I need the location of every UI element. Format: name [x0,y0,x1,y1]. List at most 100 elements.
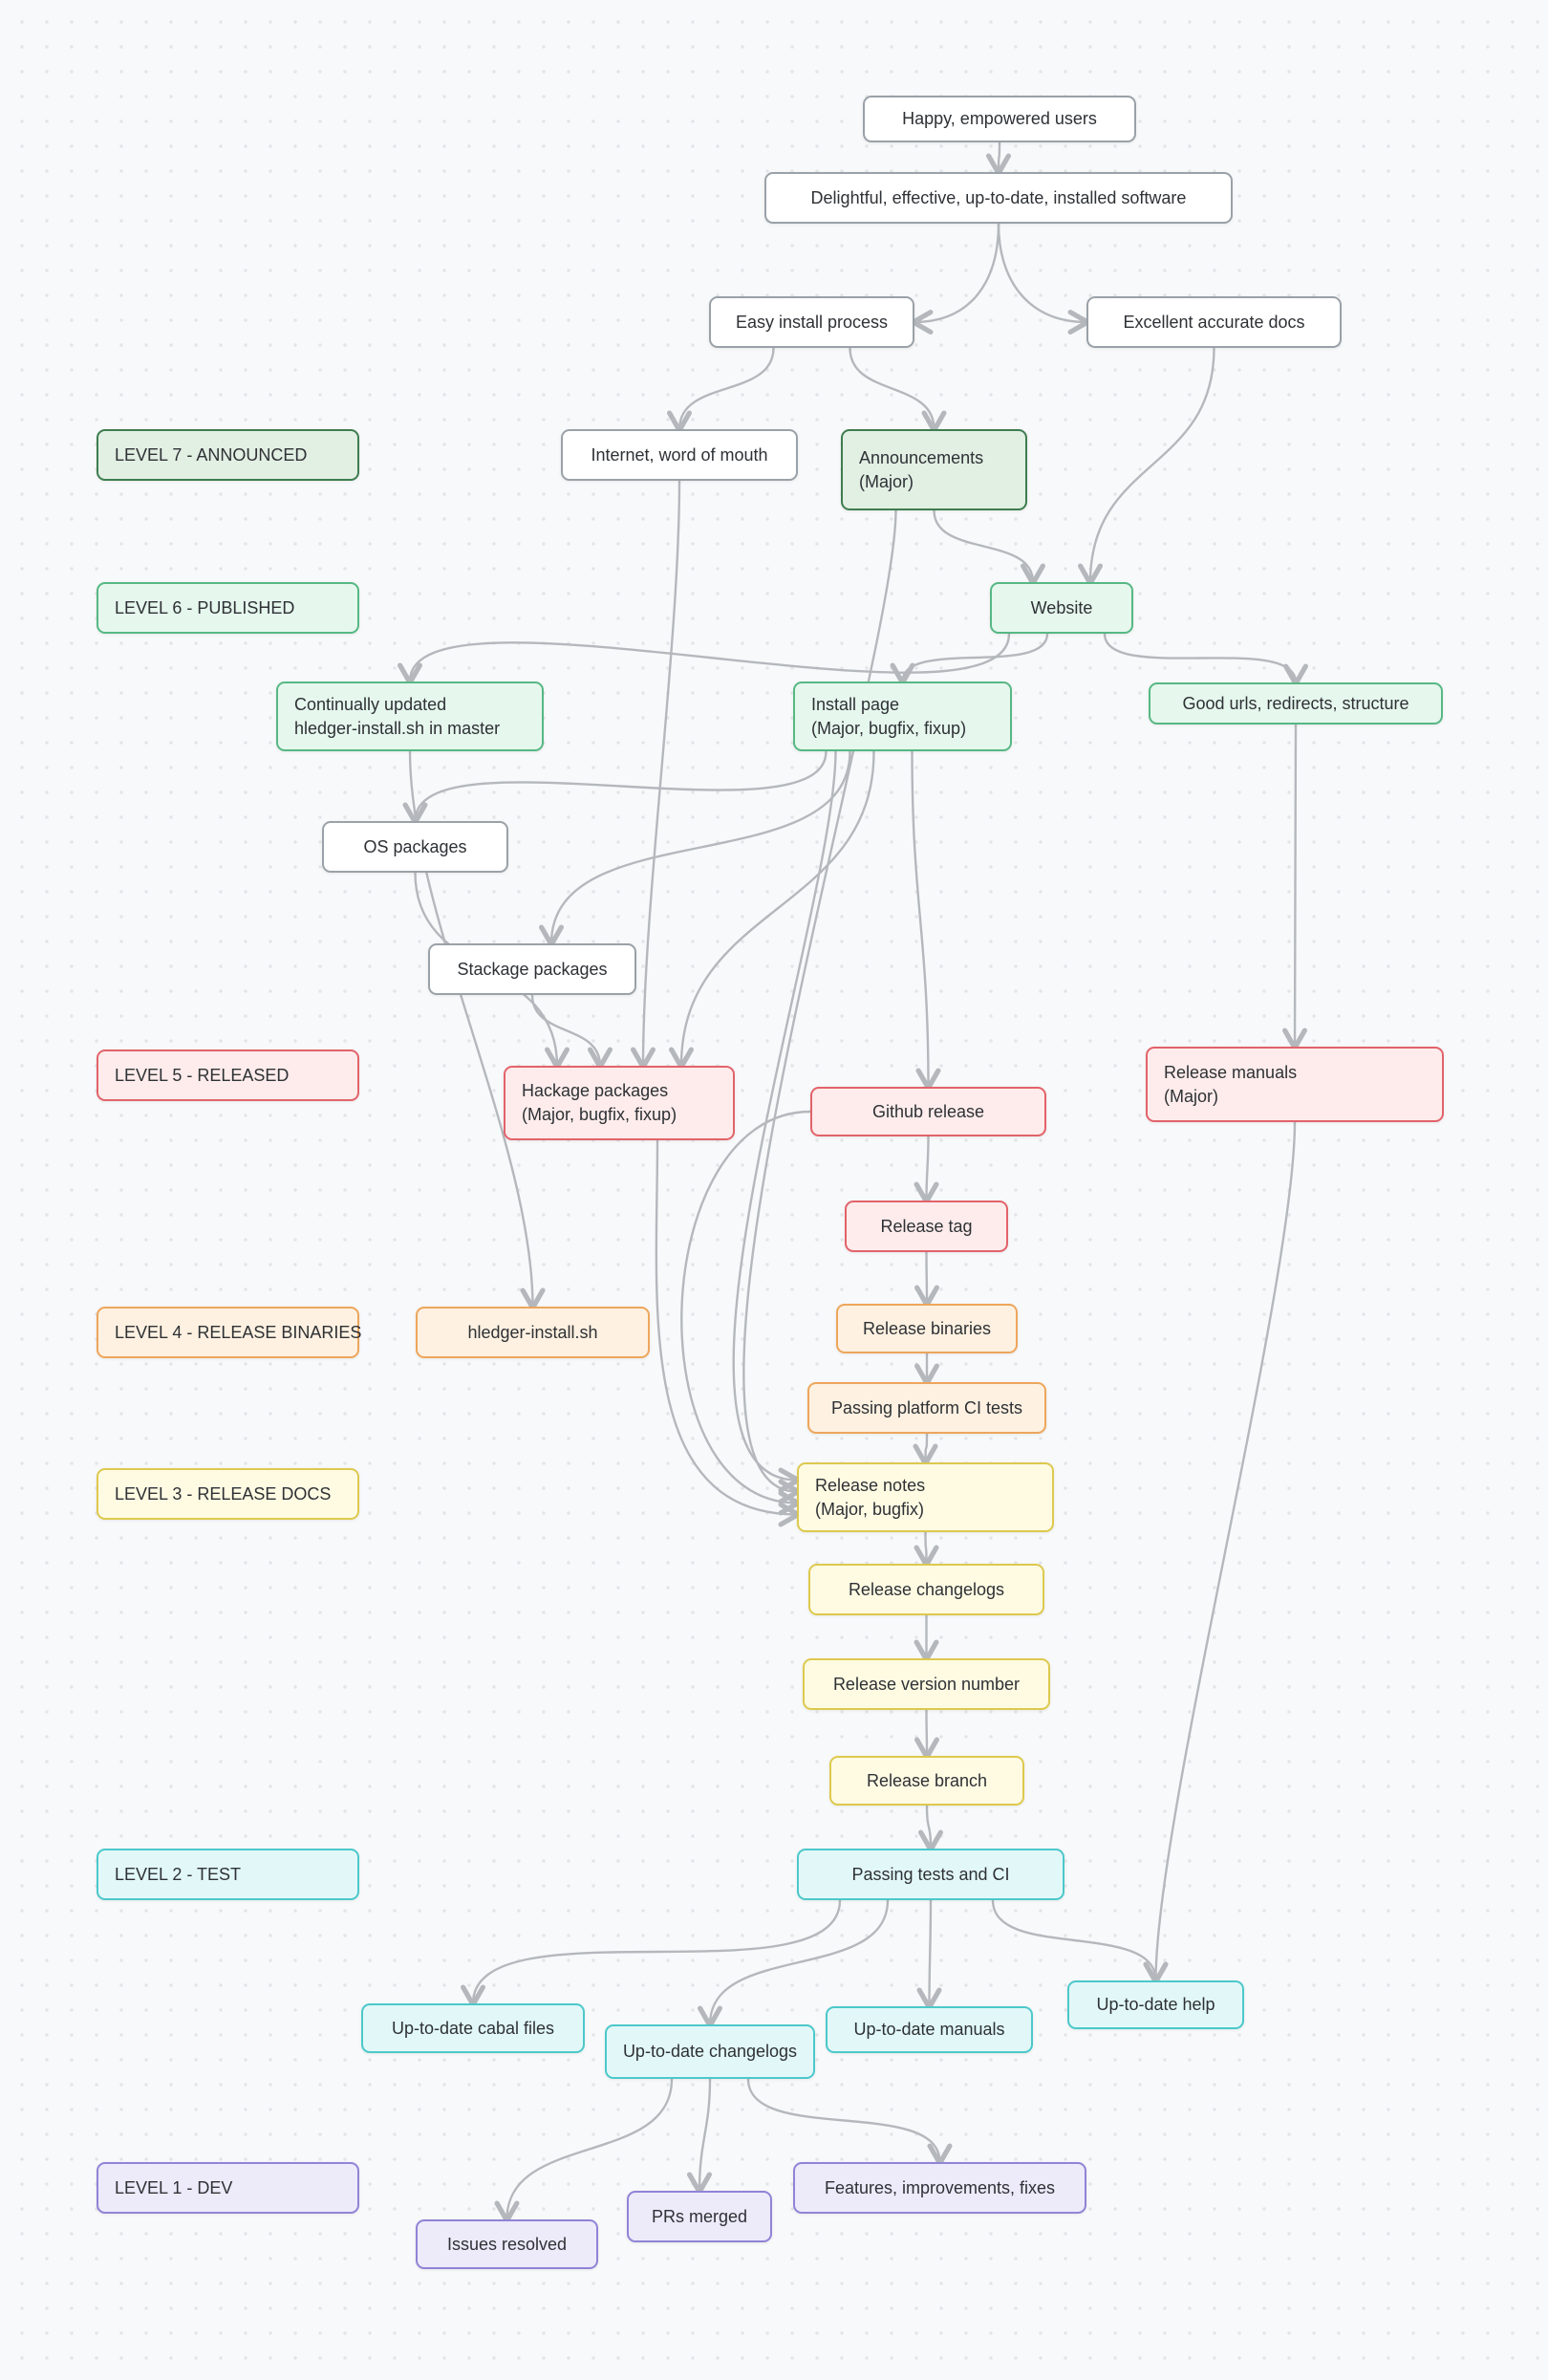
node-level-7[interactable]: LEVEL 7 - ANNOUNCED [97,429,359,481]
node-label: Internet, word of mouth [591,444,768,465]
node-label: LEVEL 4 - RELEASE BINARIES [115,1322,362,1342]
node-internet[interactable]: Internet, word of mouth [561,429,798,481]
node-label: LEVEL 7 - ANNOUNCED [115,444,308,465]
node-label: Delightful, effective, up-to-date, insta… [810,187,1187,207]
node-label: (Major, bugfix, fixup) [522,1105,677,1124]
node-label: (Major, bugfix) [815,1499,925,1519]
node-announcements[interactable]: Announcements(Major) [841,429,1027,510]
node-good-urls[interactable]: Good urls, redirects, structure [1149,682,1443,725]
node-level-1[interactable]: LEVEL 1 - DEV [97,2162,359,2214]
node-label: hledger-install.sh [467,1322,598,1342]
node-install-page[interactable]: Install page (Major, bugfix, fixup) [793,682,1012,751]
node-label: LEVEL 5 - RELEASED [115,1065,290,1085]
node-label: Good urls, redirects, structure [1182,693,1409,713]
edge-github-release-to-release-tag [914,1135,939,1204]
edge-easy-install-to-announcements [849,346,947,433]
node-label: Release version number [832,1674,1021,1694]
node-release-notes[interactable]: Release notes (Major, bugfix) [797,1462,1054,1532]
node-label: Passing tests and CI [851,1864,1010,1884]
node-features[interactable]: Features, improvements, fixes [793,2162,1086,2214]
node-label: Stackage packages [457,959,608,979]
edge-release-manuals-to-help [1143,1120,1297,1984]
edge-install-page-to-os-packages [402,749,828,825]
edge-stackage-packages-to-hackage-packages [530,993,613,1070]
node-prs-merged[interactable]: PRs merged [627,2191,772,2242]
node-label: Up-to-date manuals [853,2020,1005,2039]
edge-changelogs-to-features [746,2077,953,2166]
node-label: Up-to-date cabal files [391,2018,555,2038]
node-level-4[interactable]: LEVEL 4 - RELEASE BINARIES [97,1307,362,1358]
node-release-version-number[interactable]: Release version number [803,1658,1050,1710]
node-label: Features, improvements, fixes [824,2177,1056,2197]
node-label: Release manuals [1164,1062,1298,1082]
node-release-binaries[interactable]: Release binaries [836,1304,1018,1353]
node-issues-resolved[interactable]: Issues resolved [416,2219,598,2269]
node-label: Announcements [859,447,984,467]
node-cabal-files[interactable]: Up-to-date cabal files [361,2003,585,2053]
node-label: Release binaries [862,1318,992,1338]
edge-passing-platform-ci-to-release-notes [913,1432,938,1466]
node-label: LEVEL 1 - DEV [115,2177,233,2197]
node-label: LEVEL 2 - TEST [115,1864,242,1884]
edge-install-page-to-github-release [911,749,941,1091]
node-label: (Major, bugfix, fixup) [811,718,967,738]
node-label: OS packages [363,836,467,856]
node-release-branch[interactable]: Release branch [829,1756,1024,1806]
node-label: Happy, empowered users [902,109,1097,128]
node-passing-tests[interactable]: Passing tests and CI [797,1849,1064,1900]
node-release-tag[interactable]: Release tag [845,1201,1008,1252]
edge-website-to-continually-updated [398,632,1011,685]
node-level-2[interactable]: LEVEL 2 - TEST [97,1849,359,1900]
edge-install-page-to-hackage-packages [669,749,875,1070]
node-level-3[interactable]: LEVEL 3 - RELEASE DOCS [97,1468,359,1520]
node-os-packages[interactable]: OS packages [322,821,508,873]
edge-release-notes-to-release-changelogs [914,1530,939,1568]
node-hledger-install-sh[interactable]: hledger-install.sh [416,1307,650,1358]
node-release-manuals[interactable]: Release manuals(Major) [1146,1047,1444,1122]
node-github-release[interactable]: Github release [810,1087,1046,1136]
node-changelogs[interactable]: Up-to-date changelogs [605,2024,815,2079]
node-label: LEVEL 6 - PUBLISHED [115,597,295,617]
node-website[interactable]: Website [990,582,1133,634]
node-label: Up-to-date help [1096,1995,1215,2014]
node-label: hledger-install.sh in master [294,718,501,738]
edge-changelogs-to-prs-merged [687,2077,713,2195]
node-label: Release changelogs [848,1579,1005,1599]
node-label: Website [1030,597,1093,617]
node-label: Release branch [866,1770,988,1790]
node-excellent-docs[interactable]: Excellent accurate docs [1086,296,1342,348]
edge-release-branch-to-passing-tests [917,1804,943,1852]
node-level-5[interactable]: LEVEL 5 - RELEASED [97,1049,359,1101]
node-release-changelogs[interactable]: Release changelogs [808,1564,1044,1615]
edge-passing-tests-to-cabal-files [461,1898,842,2007]
node-label: Install page [811,694,900,714]
edge-hackage-packages-to-release-notes [655,1138,801,1527]
node-label: Hackage packages [522,1081,669,1100]
node-label: PRs merged [651,2206,748,2226]
edge-delightful-to-excellent-docs [997,222,1090,335]
node-label: Release notes [815,1475,926,1495]
node-manuals[interactable]: Up-to-date manuals [826,2006,1033,2053]
edge-excellent-docs-to-website [1078,346,1215,586]
node-label: Issues resolved [446,2234,568,2254]
node-happy[interactable]: Happy, empowered users [863,96,1136,142]
edge-website-to-good-urls [1103,632,1308,686]
edge-announcements-to-website [933,508,1045,586]
node-stackage-packages[interactable]: Stackage packages [428,943,636,995]
node-easy-install[interactable]: Easy install process [709,296,914,348]
edge-internet-to-hackage-packages [631,479,681,1070]
node-hackage-packages[interactable]: Hackage packages (Major, bugfix, fixup) [504,1066,735,1140]
node-level-6[interactable]: LEVEL 6 - PUBLISHED [97,582,359,634]
edge-easy-install-to-internet [667,346,775,433]
node-delightful[interactable]: Delightful, effective, up-to-date, insta… [764,172,1233,224]
node-label: Excellent accurate docs [1123,312,1305,332]
node-help[interactable]: Up-to-date help [1067,1980,1244,2029]
edge-website-to-install-page [890,632,1049,685]
edge-passing-tests-to-manuals [916,1898,942,2010]
node-label: LEVEL 3 - RELEASE DOCS [115,1483,332,1504]
node-passing-platform-ci[interactable]: Passing platform CI tests [807,1382,1046,1434]
edge-passing-tests-to-help [991,1898,1169,1984]
